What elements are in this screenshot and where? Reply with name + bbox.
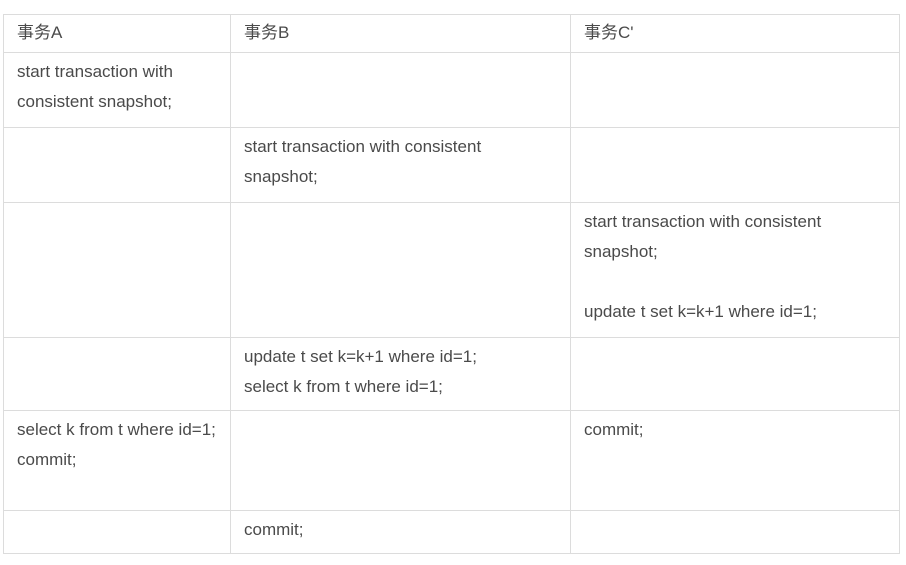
cell-empty <box>3 127 231 203</box>
cell-a-start-transaction: start transaction with consistent snapsh… <box>3 52 231 128</box>
cell-empty <box>230 202 571 338</box>
table-row: start transaction with consistent snapsh… <box>3 127 900 203</box>
cell-empty <box>3 202 231 338</box>
column-header-transaction-a: 事务A <box>3 14 231 53</box>
cell-empty <box>230 410 571 511</box>
column-header-transaction-c: 事务C' <box>570 14 900 53</box>
table-row: commit; <box>3 510 900 554</box>
cell-empty <box>3 510 231 554</box>
cell-c-start-and-update: start transaction with consistent snapsh… <box>570 202 900 338</box>
cell-empty <box>570 127 900 203</box>
table-row: update t set k=k+1 where id=1; select k … <box>3 337 900 411</box>
table-header-row: 事务A 事务B 事务C' <box>3 14 900 53</box>
cell-b-start-transaction: start transaction with consistent snapsh… <box>230 127 571 203</box>
cell-empty <box>230 52 571 128</box>
cell-empty <box>570 510 900 554</box>
cell-a-select-and-commit: select k from t where id=1; commit; <box>3 410 231 511</box>
cell-empty <box>570 337 900 411</box>
cell-empty <box>570 52 900 128</box>
cell-b-update-and-select: update t set k=k+1 where id=1; select k … <box>230 337 571 411</box>
transaction-timeline-table: 事务A 事务B 事务C' start transaction with cons… <box>3 14 900 554</box>
cell-b-commit: commit; <box>230 510 571 554</box>
table-row: start transaction with consistent snapsh… <box>3 52 900 128</box>
cell-empty <box>3 337 231 411</box>
table-row: select k from t where id=1; commit; comm… <box>3 410 900 511</box>
cell-c-commit: commit; <box>570 410 900 511</box>
column-header-transaction-b: 事务B <box>230 14 571 53</box>
table-row: start transaction with consistent snapsh… <box>3 202 900 338</box>
